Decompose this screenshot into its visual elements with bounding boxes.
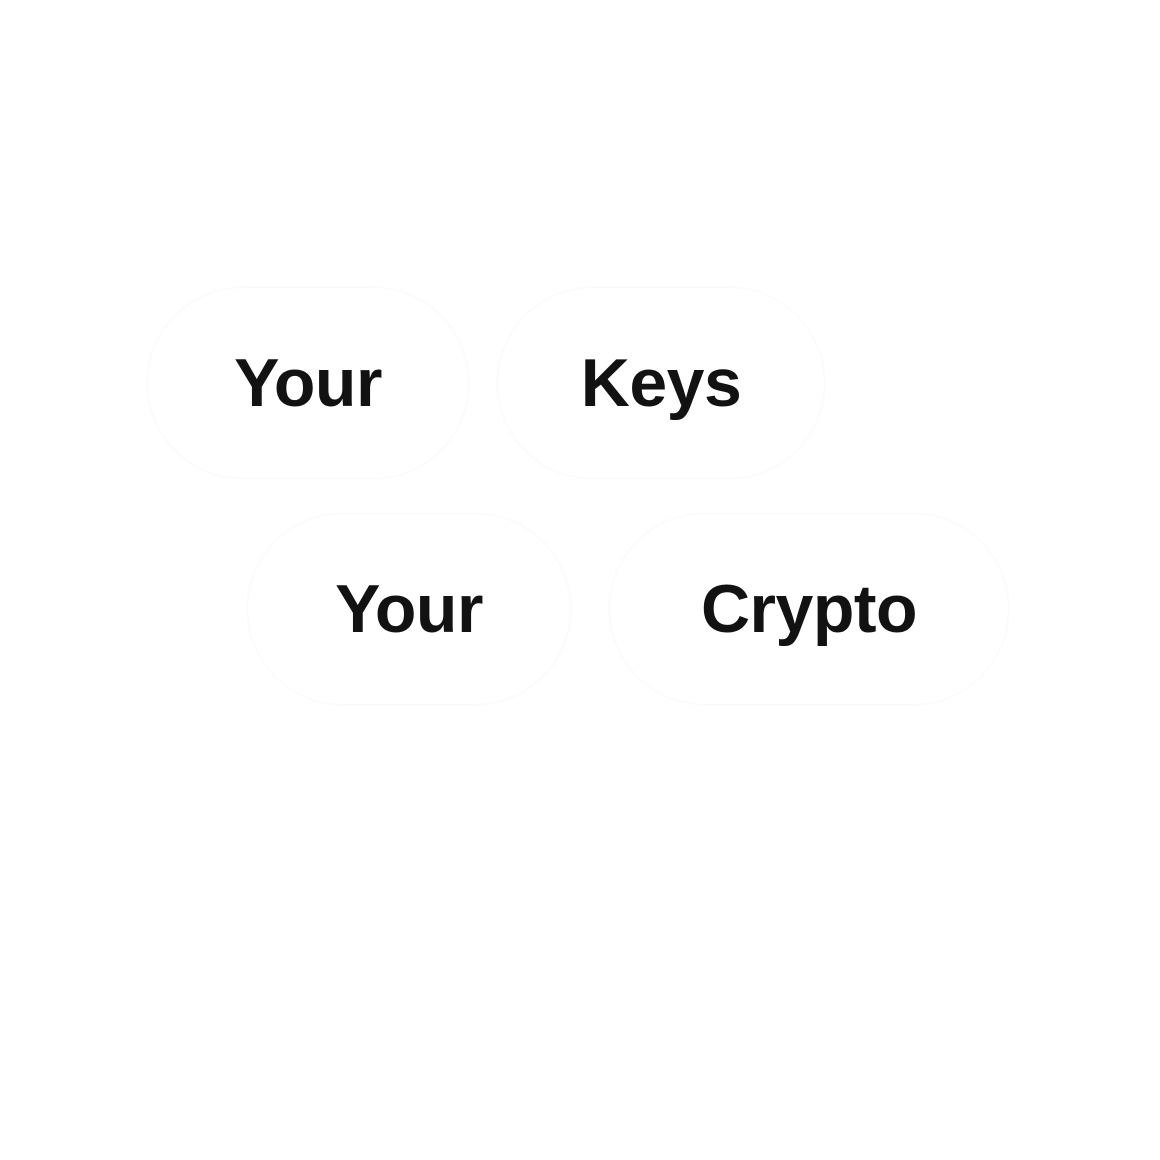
word-pill-keys: Keys: [498, 288, 824, 478]
word-label: Crypto: [700, 571, 918, 647]
word-pill-your-1: Your: [148, 288, 468, 478]
word-pill-crypto: Crypto: [610, 514, 1008, 704]
word-label: Your: [234, 345, 382, 421]
word-label: Your: [335, 571, 483, 647]
word-label: Keys: [580, 345, 742, 421]
word-pill-your-2: Your: [248, 514, 570, 704]
